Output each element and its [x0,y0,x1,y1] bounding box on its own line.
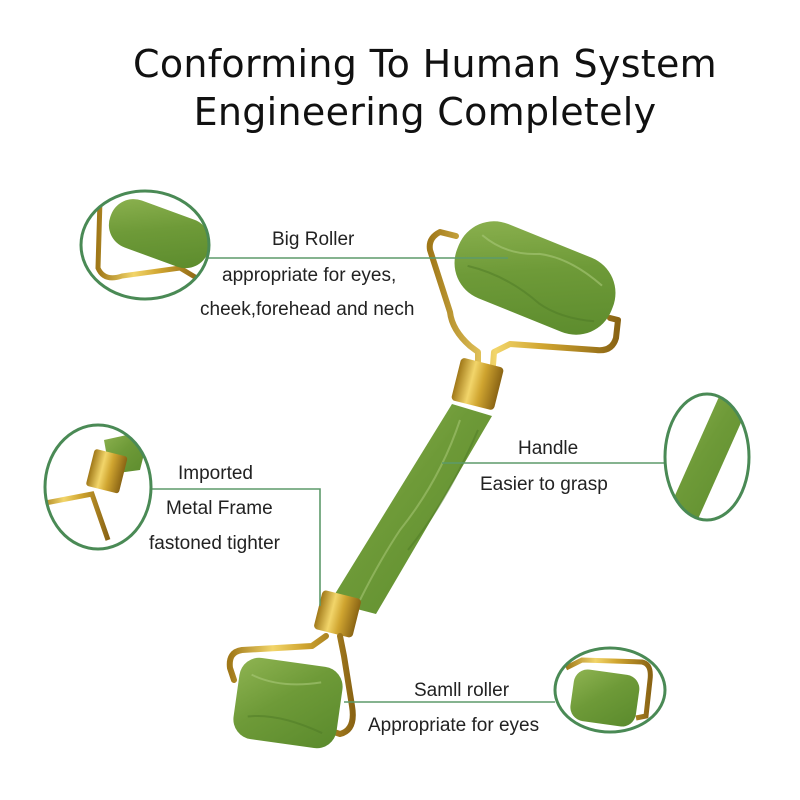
headline-line-2: Engineering Completely [193,90,657,134]
big-roller-desc-line-2: cheek,forehead and nech [200,299,415,320]
callout-metal-frame-detail [43,423,153,551]
headline-line-1: Conforming To Human System [132,42,717,86]
small-roller-label: Samll roller [414,680,510,701]
big-roller-stone [454,221,616,335]
handle-label: Handle [518,438,579,459]
main-roller [226,221,621,749]
big-roller-desc-line-1: appropriate for eyes, [222,265,397,286]
small-roller-desc: Appropriate for eyes [368,715,540,736]
handle-desc: Easier to grasp [480,474,608,495]
big-roller-label: Big Roller [272,229,355,250]
metal-frame-label: Imported [178,463,253,484]
callout-big-roller-detail [79,189,211,301]
top-gold-collar [451,358,504,410]
bottom-gold-collar [314,590,361,638]
metal-frame-desc-line-2: fastoned tighter [149,533,280,554]
callout-handle-detail [663,392,751,522]
leader-metal-frame [152,488,321,606]
bottom-frame-wire [226,633,356,737]
callout-small-roller-detail [553,646,667,734]
metal-frame-desc-line-1: Metal Frame [166,498,273,519]
jade-handle [330,404,492,614]
small-roller-stone [233,657,343,749]
top-frame-wire [426,229,621,381]
callout-leader-lines [152,257,664,703]
